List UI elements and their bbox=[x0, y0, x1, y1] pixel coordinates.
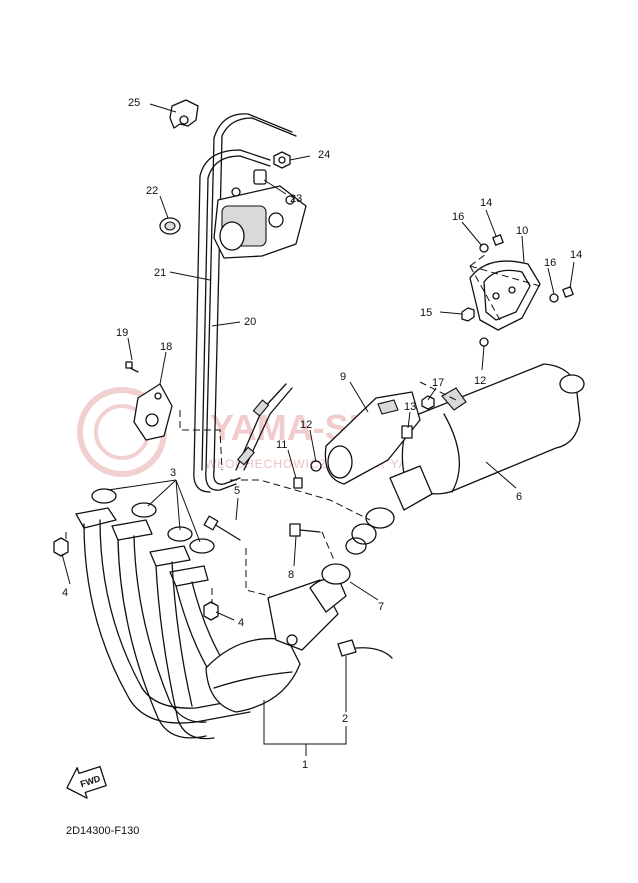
callout-14a: 14 bbox=[480, 197, 492, 209]
callout-4b: 4 bbox=[238, 617, 244, 629]
cable-assembly bbox=[193, 113, 297, 493]
callout-16b: 16 bbox=[544, 257, 556, 269]
callout-6: 6 bbox=[516, 491, 522, 503]
diagram-code: 2D14300-F130 bbox=[66, 825, 139, 837]
leader-lines bbox=[61, 103, 575, 756]
callout-2: 2 bbox=[342, 713, 348, 725]
forward-arrow-icon: FWD bbox=[66, 765, 107, 799]
callout-3: 3 bbox=[170, 467, 176, 479]
callout-13: 13 bbox=[404, 401, 416, 413]
part-22-grommet bbox=[159, 217, 181, 235]
callout-24: 24 bbox=[318, 149, 330, 161]
callout-12a: 12 bbox=[300, 419, 312, 431]
callout-22: 22 bbox=[146, 185, 158, 197]
callouts: 25 24 23 22 21 20 19 18 9 17 13 12 11 14… bbox=[62, 97, 582, 771]
callout-14b: 14 bbox=[570, 249, 582, 261]
callout-8: 8 bbox=[288, 569, 294, 581]
callout-10: 10 bbox=[516, 225, 528, 237]
callout-12b: 12 bbox=[474, 375, 486, 387]
callout-21: 21 bbox=[154, 267, 166, 279]
part-10-heat-shield bbox=[461, 234, 574, 347]
callout-11: 11 bbox=[276, 439, 287, 451]
part-9-cover bbox=[293, 391, 435, 489]
callout-1: 1 bbox=[302, 759, 308, 771]
callout-17: 17 bbox=[432, 377, 444, 389]
callout-16a: 16 bbox=[452, 211, 464, 223]
callout-5: 5 bbox=[234, 485, 240, 497]
callout-25: 25 bbox=[128, 97, 140, 109]
servo-motor-assembly bbox=[213, 151, 307, 259]
part-25-clamp bbox=[169, 99, 199, 129]
callout-20: 20 bbox=[244, 316, 256, 328]
callout-7: 7 bbox=[378, 601, 384, 613]
callout-9: 9 bbox=[340, 371, 346, 383]
callout-15: 15 bbox=[420, 307, 432, 319]
callout-23: 23 bbox=[290, 193, 302, 205]
assembly-guides bbox=[65, 253, 541, 604]
callout-4a: 4 bbox=[62, 587, 68, 599]
part-18-bracket bbox=[125, 361, 173, 441]
part-6-muffler bbox=[345, 363, 585, 555]
exhaust-headers bbox=[53, 488, 393, 740]
callout-19: 19 bbox=[116, 327, 128, 339]
callout-18: 18 bbox=[160, 341, 172, 353]
